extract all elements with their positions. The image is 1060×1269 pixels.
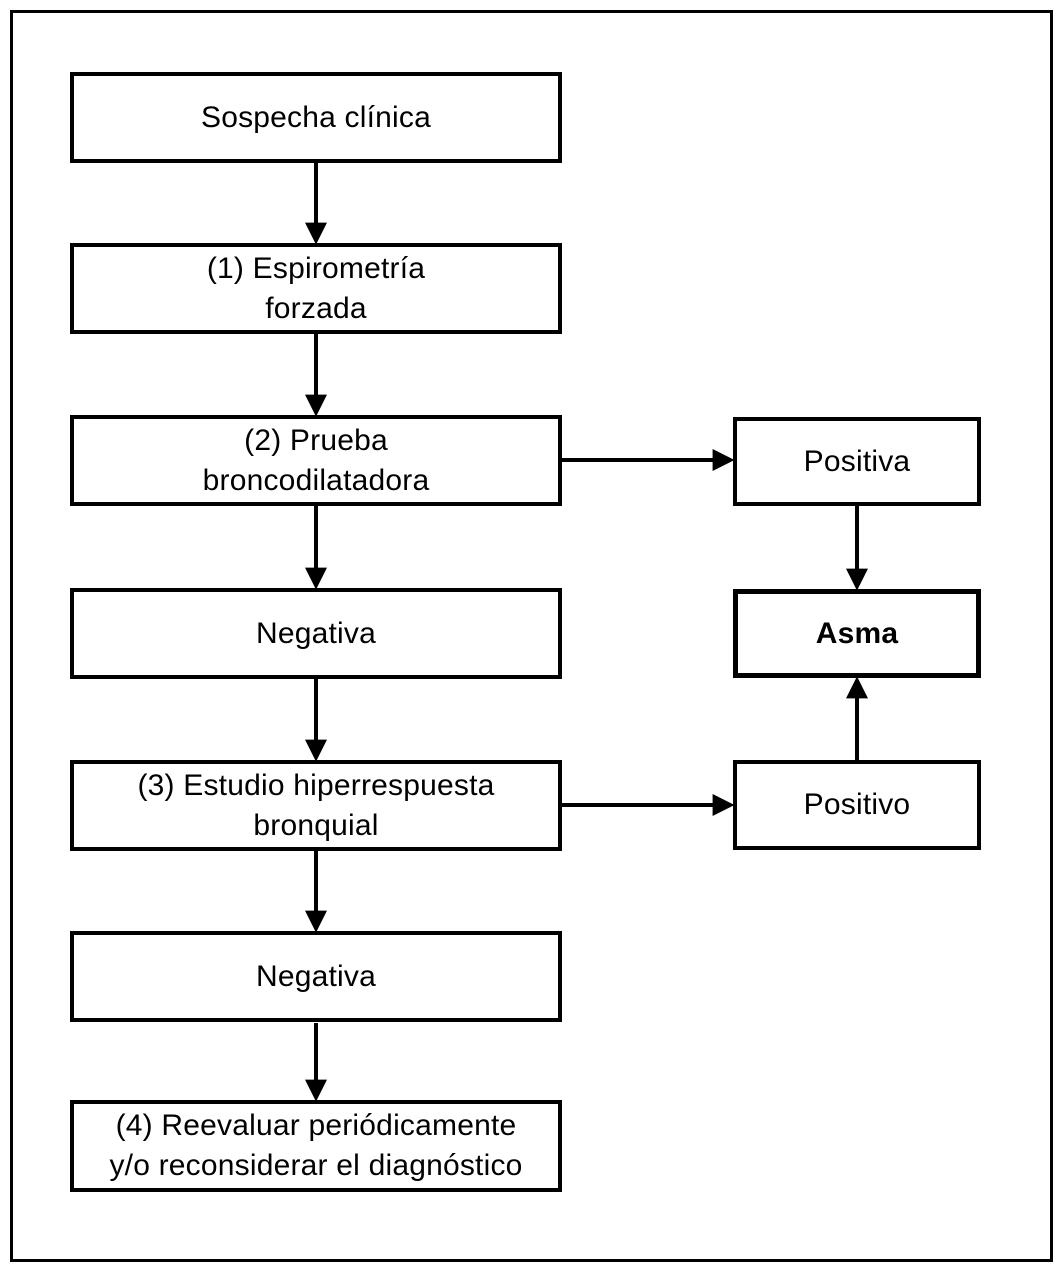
node-bronchial-hyperresponsiveness-study: (3) Estudio hiperrespuesta bronquial	[70, 760, 562, 851]
node-positive-bronchodilator: Positiva	[733, 417, 981, 506]
node-positive-hyperresponsiveness: Positivo	[733, 760, 981, 850]
node-asthma-diagnosis: Asma	[733, 589, 981, 678]
node-label: Asma	[815, 616, 899, 650]
node-label: forzada	[265, 291, 367, 325]
node-label: (4) Reevaluar periódicamente	[115, 1109, 517, 1142]
node-reevaluate-diagnosis: (4) Reevaluar periódicamente y/o reconsi…	[70, 1100, 562, 1192]
node-negative-result-1: Negativa	[70, 588, 562, 679]
node-label: (3) Estudio hiperrespuesta	[137, 768, 495, 802]
diagram-border	[10, 10, 1053, 1262]
node-forced-spirometry: (1) Espirometría forzada	[70, 243, 562, 334]
node-label: (2) Prueba	[244, 423, 388, 457]
node-label: Positiva	[803, 444, 911, 478]
node-label: Negativa	[255, 616, 376, 650]
node-clinical-suspicion: Sospecha clínica	[70, 72, 562, 163]
node-label: Negativa	[255, 959, 376, 993]
node-label: y/o reconsiderar el diagnóstico	[109, 1149, 523, 1182]
node-label: broncodilatadora	[202, 463, 430, 497]
node-label: bronquial	[253, 808, 379, 842]
node-negative-result-2: Negativa	[70, 931, 562, 1022]
node-label: Sospecha clínica	[200, 100, 431, 134]
node-bronchodilator-test: (2) Prueba broncodilatadora	[70, 415, 562, 506]
node-label: (1) Espirometría	[206, 251, 426, 285]
node-label: Positivo	[803, 788, 911, 821]
